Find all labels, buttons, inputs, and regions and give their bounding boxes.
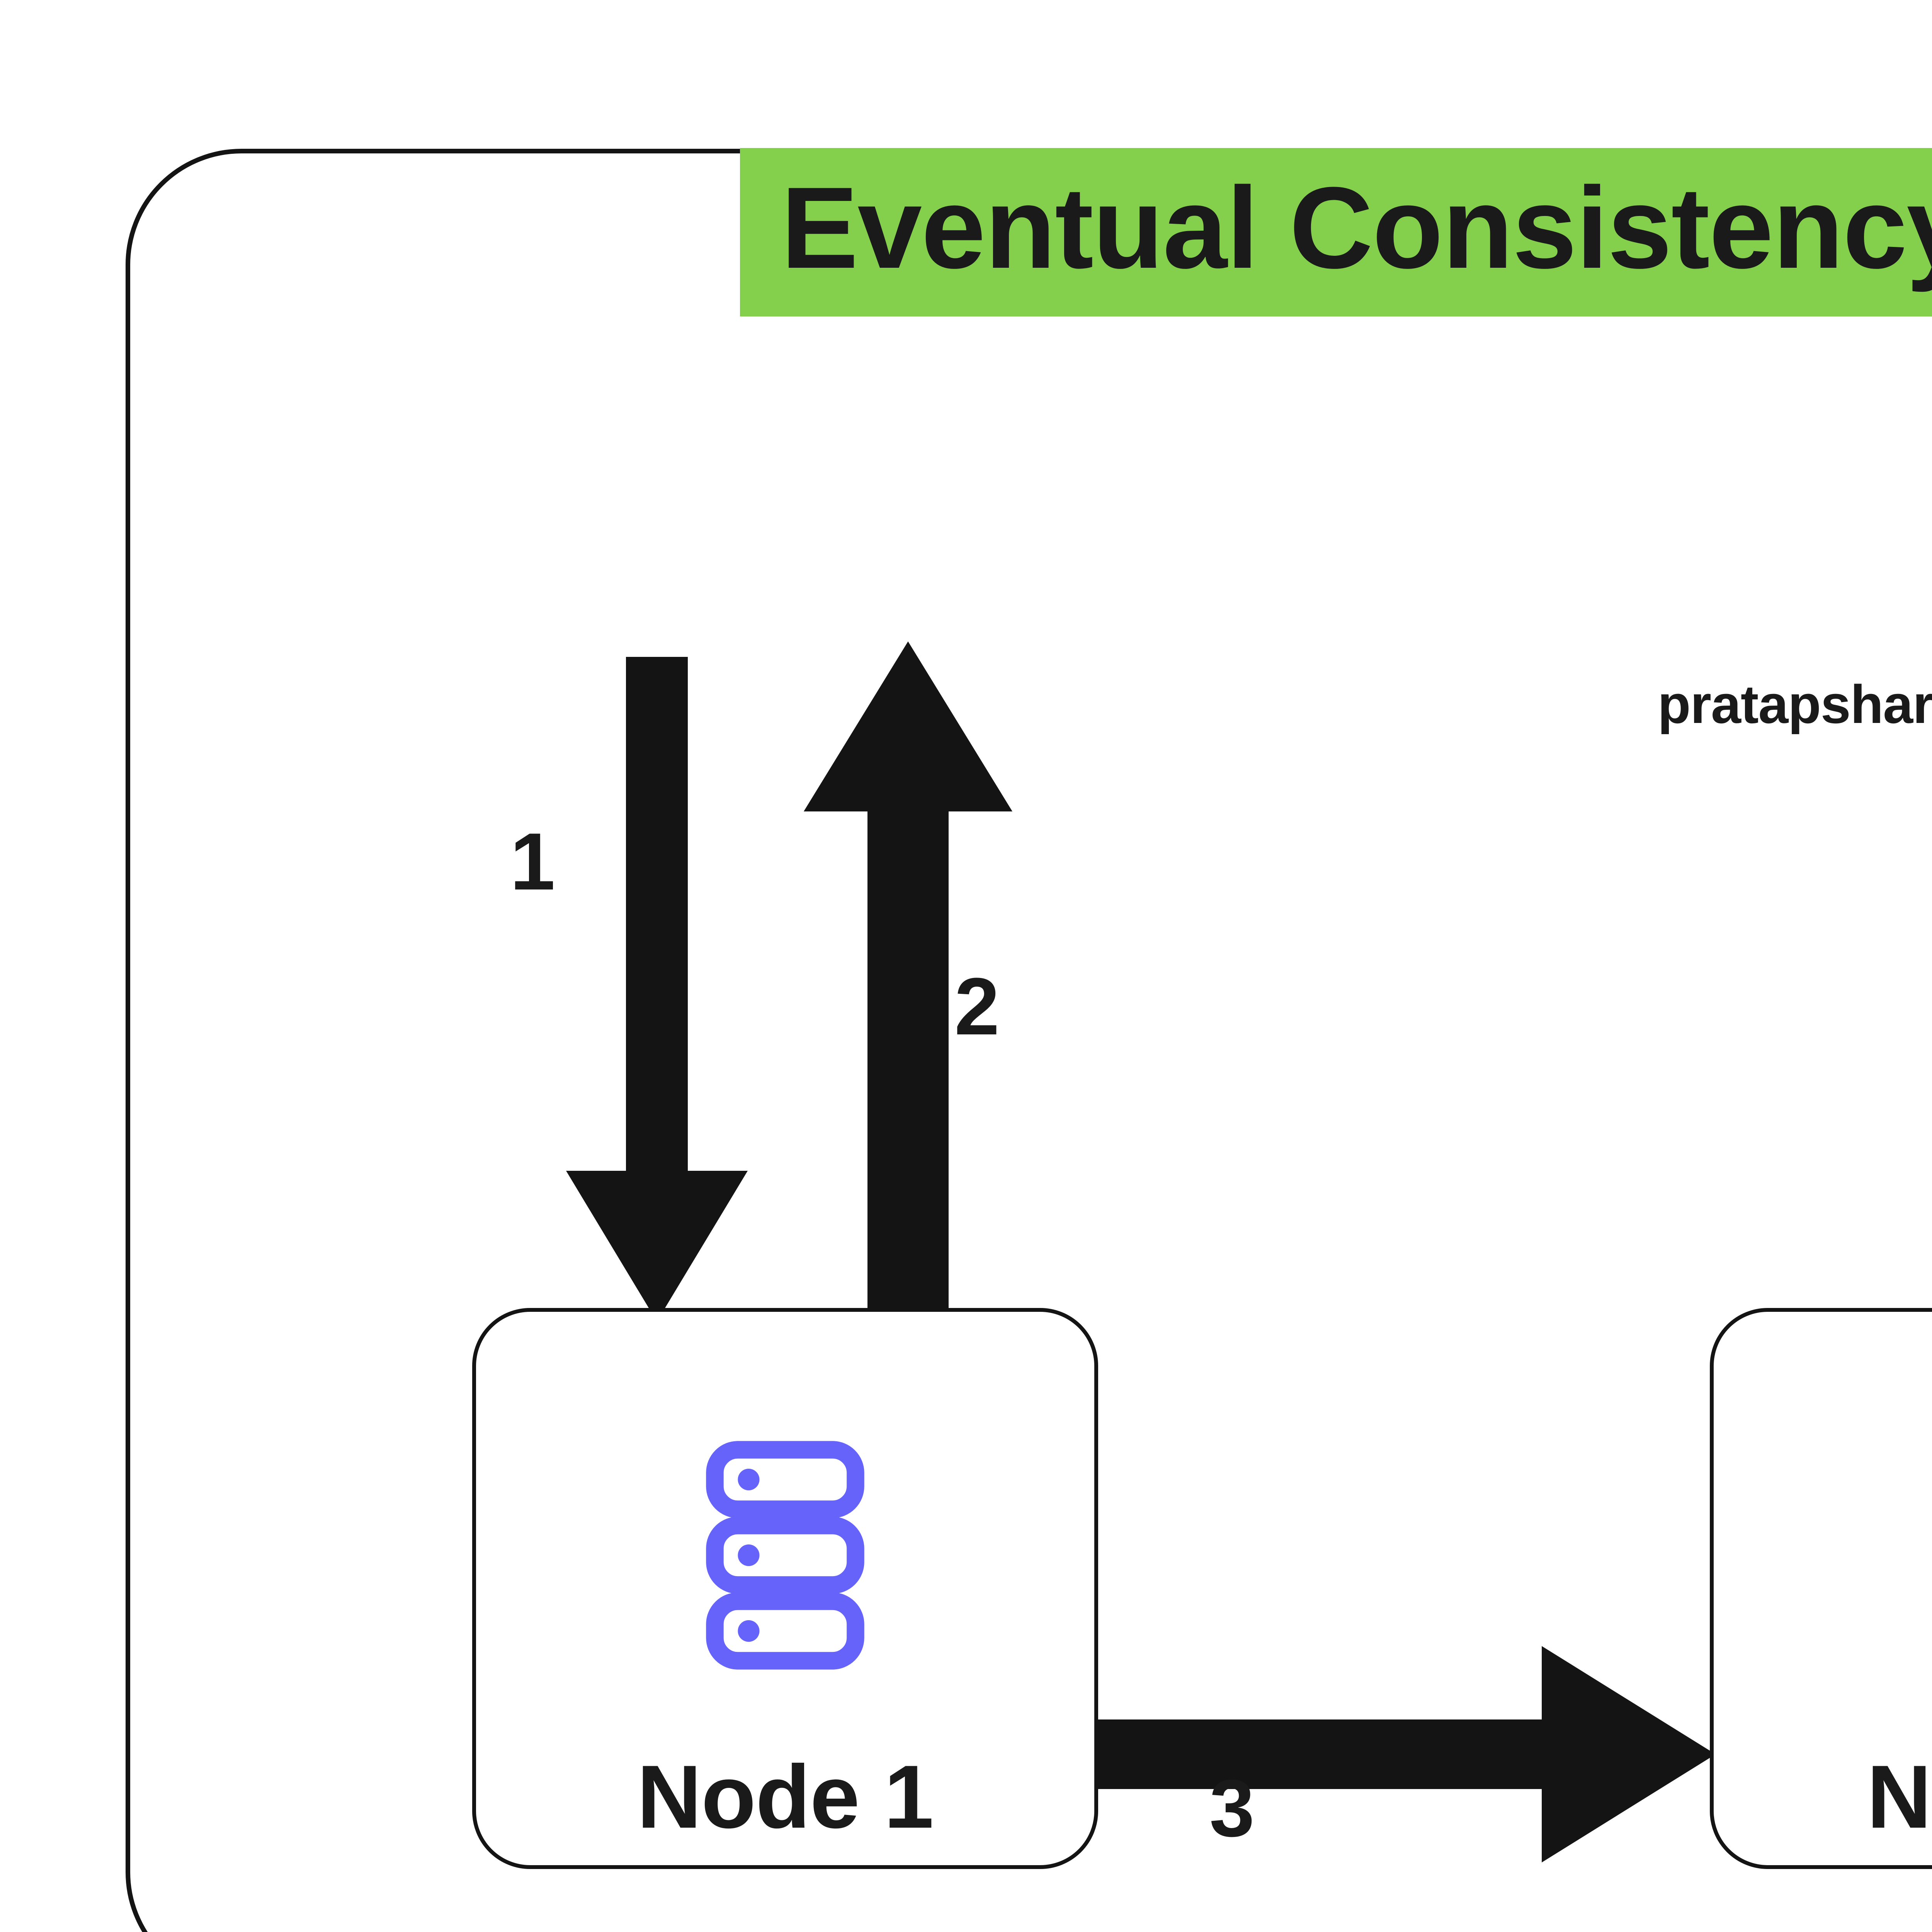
arrow-1-down <box>566 657 748 1321</box>
database-server-icon <box>706 1441 864 1670</box>
watermark-label: pratapsharma.io <box>1658 674 1932 735</box>
arrow-1-number: 1 <box>510 816 555 907</box>
node-2-label: Node 2 <box>1867 1747 1932 1847</box>
node-1-box[interactable]: Node 1 <box>472 1308 1098 1869</box>
node-2-box[interactable]: Node 2 <box>1710 1308 1932 1869</box>
node-1-label: Node 1 <box>637 1747 934 1847</box>
arrow-2-number: 2 <box>954 961 1000 1052</box>
page-title: Eventual Consistency <box>781 163 1932 293</box>
arrow-3-right <box>1094 1646 1716 1862</box>
arrow-3-number: 3 <box>1209 1763 1255 1854</box>
arrow-2-up <box>804 641 1012 1321</box>
diagram-title-highlight: Eventual Consistency <box>740 148 1932 316</box>
